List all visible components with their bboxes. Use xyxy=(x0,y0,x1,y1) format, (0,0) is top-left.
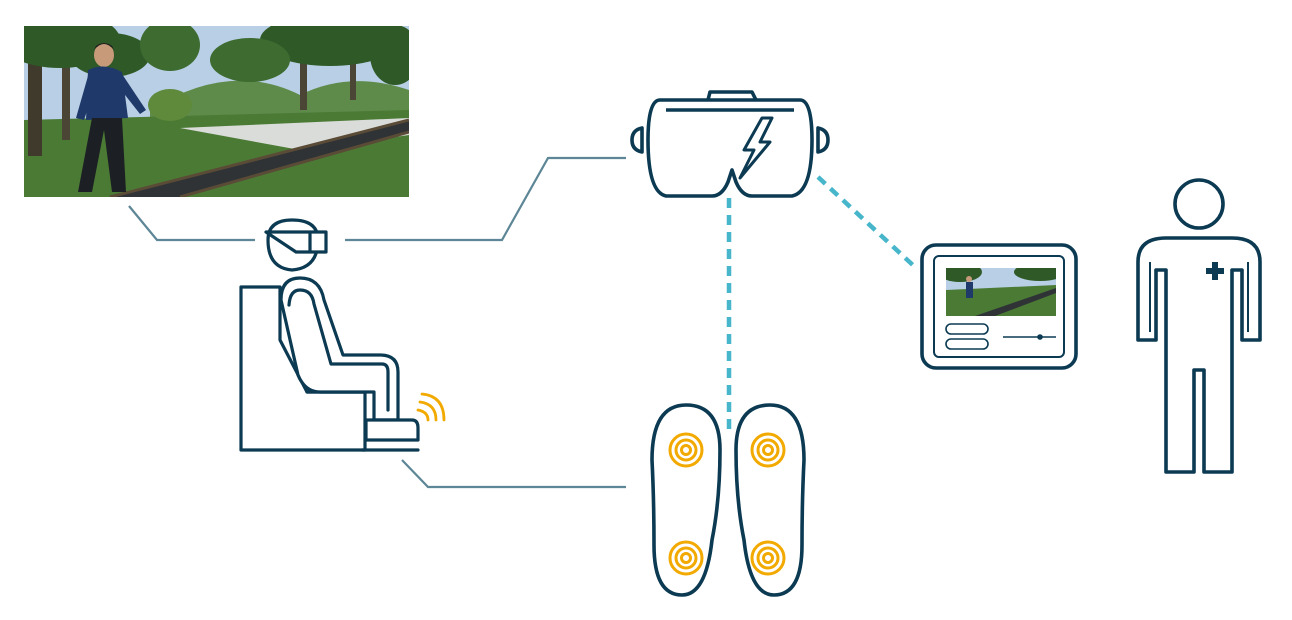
clinician-icon xyxy=(1136,178,1262,474)
vr-headset-icon xyxy=(630,90,830,198)
connector-user-headset xyxy=(345,156,626,242)
tablet-button xyxy=(945,338,989,350)
connector-user-insoles xyxy=(401,459,626,489)
vibration-wave-icon xyxy=(416,392,446,422)
tablet-scene-preview xyxy=(946,268,1056,316)
insoles-icon xyxy=(650,403,806,597)
tablet-slider-thumb xyxy=(1037,334,1043,340)
vr-scene-image xyxy=(24,26,409,197)
insole-sensor xyxy=(668,432,704,468)
tablet-icon xyxy=(920,243,1078,370)
medical-cross-icon xyxy=(1206,262,1224,280)
seated-user-icon xyxy=(239,218,420,452)
insole-sensor xyxy=(750,432,786,468)
insole-sensor xyxy=(668,540,704,576)
walking-avatar xyxy=(76,43,146,192)
insole-sensor xyxy=(750,540,786,576)
wireless-headset-tablet xyxy=(816,175,918,270)
connector-scene-user xyxy=(128,205,255,242)
tablet-button xyxy=(945,323,989,335)
